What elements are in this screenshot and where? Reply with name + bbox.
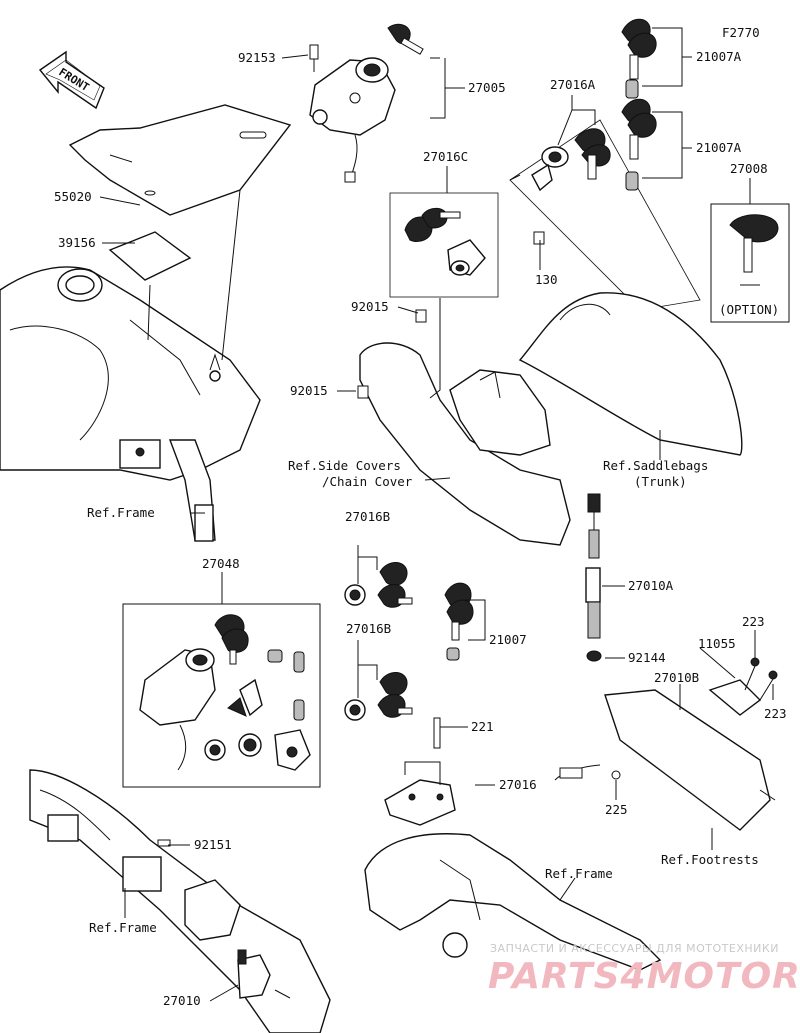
frame-top-left [0, 266, 261, 542]
gasket-55020 [68, 104, 292, 216]
label-92144: 92144 [628, 650, 666, 665]
front-arrow-icon: FRONT [38, 50, 105, 110]
keys-21007A-top [621, 18, 657, 99]
label-27008: 27008 [730, 161, 768, 176]
option-key-box-27008: (OPTION) [710, 203, 790, 323]
watermark: ЗАПЧАСТИ И АКСЕССУАРЫ ДЛЯ МОТОТЕХНИКИ PA… [488, 942, 800, 997]
ignition-switch-27005 [309, 23, 424, 183]
label-11055: 11055 [698, 636, 736, 651]
option-label: (OPTION) [719, 302, 779, 317]
label-223-1: 223 [742, 614, 765, 629]
part-labels: 92153 27005 27016A 21007A 21007A 27008 5… [54, 49, 787, 1008]
label-130: 130 [535, 272, 558, 287]
label-223-2: 223 [764, 706, 787, 721]
label-27005: 27005 [468, 80, 506, 95]
label-21007A-2: 21007A [696, 140, 742, 155]
label-27016A: 27016A [550, 77, 596, 92]
label-27010A: 27010A [628, 578, 674, 593]
label-27016: 27016 [499, 777, 537, 792]
label-27016B-2: 27016B [346, 621, 391, 636]
watermark-logo: PARTS4MOTOR.RU [488, 956, 800, 997]
side-cover [357, 309, 571, 546]
lock-set-27016B-top [344, 562, 413, 608]
ref-footrests: Ref.Footrests [661, 852, 759, 867]
switch-27010A [585, 493, 602, 662]
lock-set-27016B-bottom [344, 672, 413, 721]
figure-code: F2770 [722, 25, 760, 40]
label-27016C: 27016C [423, 149, 468, 164]
watermark-text: ЗАПЧАСТИ И АКСЕССУАРЫ ДЛЯ МОТОТЕХНИКИ [490, 942, 779, 955]
lock-kit-box-27048 [122, 603, 321, 788]
reference-labels: Ref.Frame Ref.Side Covers /Chain Cover R… [87, 458, 759, 935]
label-55020: 55020 [54, 189, 92, 204]
cover-39156 [108, 231, 192, 281]
label-27016B-1: 27016B [345, 509, 390, 524]
leader-lines [99, 27, 774, 1002]
label-27010B: 27010B [654, 670, 699, 685]
ref-chain-cover: /Chain Cover [322, 474, 413, 489]
label-27010: 27010 [163, 993, 201, 1008]
label-92015-1: 92015 [351, 299, 389, 314]
ref-frame-top: Ref.Frame [87, 505, 155, 520]
lock-set-27016C [389, 192, 545, 298]
keys-21007A-bottom [621, 98, 657, 191]
ref-frame-bottom: Ref.Frame [89, 920, 157, 935]
label-92151: 92151 [194, 837, 232, 852]
label-92015-2: 92015 [290, 383, 328, 398]
label-221: 221 [471, 719, 494, 734]
saddlebag [518, 292, 743, 456]
label-92153: 92153 [238, 50, 276, 65]
ref-trunk: (Trunk) [634, 474, 687, 489]
center-frame [364, 717, 662, 971]
ref-side-covers: Ref.Side Covers [288, 458, 401, 473]
footrest-bracket [554, 657, 778, 831]
lock-set-27016A [509, 119, 701, 311]
label-39156: 39156 [58, 235, 96, 250]
keys-21007 [444, 582, 474, 661]
frame-bottom-left [29, 769, 331, 1033]
label-27048: 27048 [202, 556, 240, 571]
label-21007A-1: 21007A [696, 49, 742, 64]
ref-saddlebags: Ref.Saddlebags [603, 458, 708, 473]
label-225: 225 [605, 802, 628, 817]
ref-frame-center: Ref.Frame [545, 866, 613, 881]
label-21007: 21007 [489, 632, 527, 647]
